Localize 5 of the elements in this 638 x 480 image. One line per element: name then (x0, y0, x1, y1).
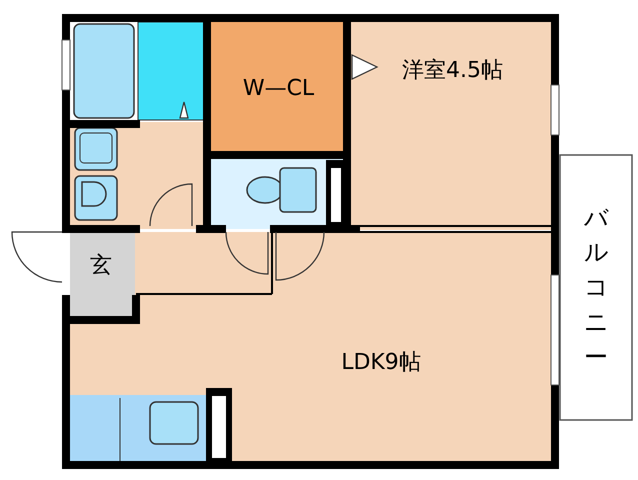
room-label: LDK9帖 (341, 349, 421, 377)
balcony-label: バルコニー (584, 202, 608, 373)
room-label: 洋室4.5帖 (402, 56, 503, 84)
room-label: 玄 (90, 252, 112, 280)
closet-label: W—CL (242, 76, 314, 101)
